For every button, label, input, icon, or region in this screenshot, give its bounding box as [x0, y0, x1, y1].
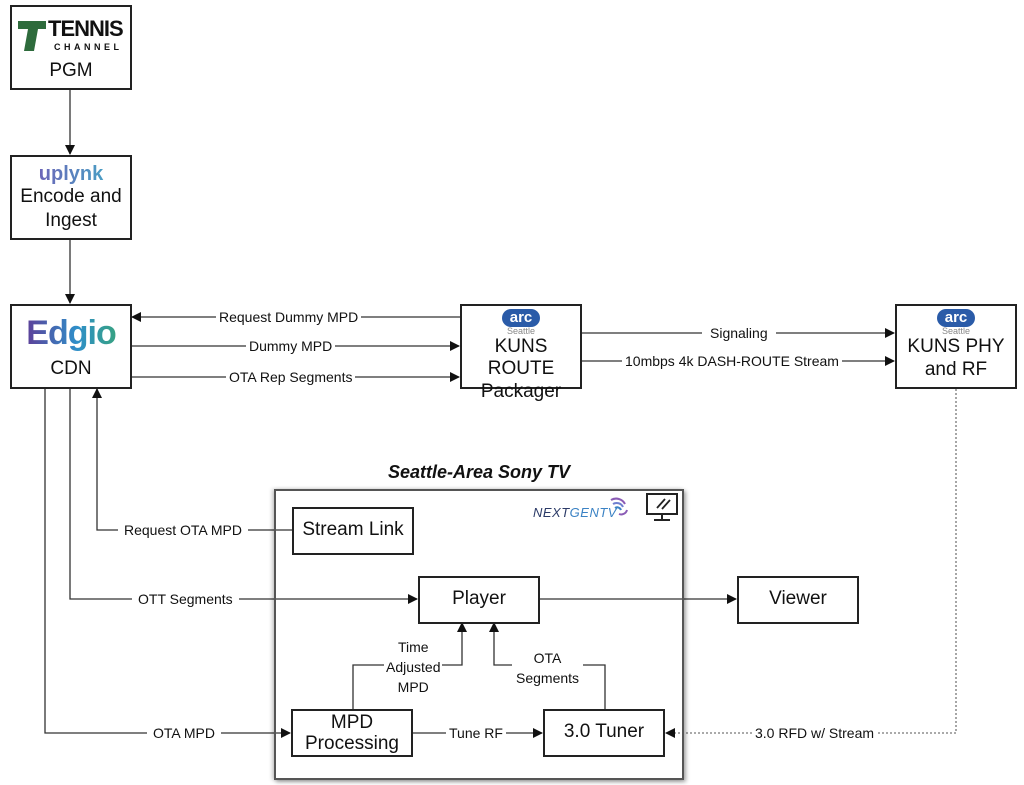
packager-label-line2: Packager — [480, 381, 562, 402]
edge-label-dash-route-stream: 10mbps 4k DASH-ROUTE Stream — [622, 353, 842, 369]
channel-text: CHANNEL — [54, 42, 123, 52]
ota-segments-line1: OTA — [533, 650, 562, 666]
time-adjusted-line3: MPD — [397, 679, 429, 695]
nextgen-text-tv: TV — [599, 505, 617, 520]
node-3-0-tuner[interactable]: 3.0 Tuner — [543, 709, 665, 757]
viewer-label: Viewer — [769, 588, 827, 609]
edge-label-ota-mpd: OTA MPD — [147, 725, 221, 741]
arc-badge: arc — [501, 309, 541, 327]
packager-label-line1: KUNS ROUTE — [487, 336, 555, 379]
node-mpd-processing[interactable]: MPD Processing — [291, 709, 413, 757]
arc-seattle-text: Seattle — [941, 326, 971, 336]
node-player[interactable]: Player — [418, 576, 540, 624]
edgio-logo: Edgio — [12, 313, 130, 353]
encode-label-line2: Ingest — [45, 210, 97, 231]
edge-request-ota-mpd — [92, 388, 292, 531]
tuner-label: 3.0 Tuner — [563, 721, 645, 742]
time-adjusted-line1: Time — [397, 639, 429, 655]
tv-group-container — [274, 489, 684, 780]
tv-monitor-icon — [646, 493, 678, 521]
node-pgm[interactable]: TENNIS CHANNEL PGM — [10, 5, 132, 90]
edge-label-dummy-mpd: Dummy MPD — [246, 338, 336, 354]
arc-seattle-logo: arc Seattle — [462, 309, 580, 336]
ota-segments-line2: Segments — [516, 670, 580, 686]
encode-label-line1: Encode and — [20, 186, 122, 207]
edge-label-ott-segments: OTT Segments — [132, 591, 239, 607]
node-kuns-route-packager[interactable]: arc Seattle KUNS ROUTE Packager — [460, 304, 582, 402]
player-label: Player — [452, 588, 506, 609]
node-viewer[interactable]: Viewer — [737, 576, 859, 624]
time-adjusted-line2: Adjusted — [386, 659, 441, 675]
mpd-processing-label-line2: Processing — [305, 733, 399, 754]
edge-label-request-ota-mpd: Request OTA MPD — [118, 522, 249, 538]
phy-label-line1: KUNS PHY — [907, 336, 1005, 357]
edge-label-tune-rf: Tune RF — [446, 725, 506, 741]
arc-badge: arc — [936, 309, 976, 327]
edge-label-ota-rep-segments: OTA Rep Segments — [226, 369, 356, 385]
tv-group-title: Seattle-Area Sony TV — [387, 462, 571, 482]
node-encode-ingest[interactable]: uplynk Encode and Ingest — [10, 155, 132, 240]
tennis-channel-logo: TENNIS CHANNEL — [12, 17, 130, 59]
node-stream-link[interactable]: Stream Link — [292, 507, 414, 555]
stream-link-label: Stream Link — [302, 519, 404, 540]
node-kuns-phy-rf[interactable]: arc Seattle KUNS PHY and RF — [895, 304, 1017, 389]
arc-seattle-text: Seattle — [506, 326, 536, 336]
pgm-label: PGM — [49, 60, 93, 81]
edge-label-time-adjusted-mpd: Time Adjusted MPD — [384, 637, 443, 697]
nextgen-text-next: NEXT — [533, 505, 570, 520]
edge-label-request-dummy-mpd: Request Dummy MPD — [216, 309, 362, 325]
nextgen-tv-waves-icon — [610, 497, 628, 516]
edge-label-rfd-stream: 3.0 RFD w/ Stream — [752, 725, 878, 741]
edge-label-ota-segments: OTA Segments — [512, 648, 584, 688]
uplynk-logo: uplynk — [12, 163, 130, 185]
node-cdn[interactable]: Edgio CDN — [10, 304, 132, 389]
mpd-processing-label-line1: MPD — [330, 712, 374, 733]
edge-label-signaling: Signaling — [702, 325, 776, 341]
nextgen-text-gen: GEN — [569, 505, 600, 520]
edge-rfd-stream — [665, 389, 957, 738]
edge-ota-mpd — [44, 389, 291, 738]
tennis-channel-t-icon — [18, 21, 46, 51]
edge-ott-segments — [69, 389, 418, 604]
cdn-label: CDN — [50, 358, 92, 379]
arc-seattle-logo: arc Seattle — [897, 309, 1015, 336]
tennis-text: TENNIS — [48, 16, 124, 41]
phy-label-line2: and RF — [924, 359, 988, 380]
nextgen-tv-logo: NEXTGENTV — [533, 492, 643, 522]
